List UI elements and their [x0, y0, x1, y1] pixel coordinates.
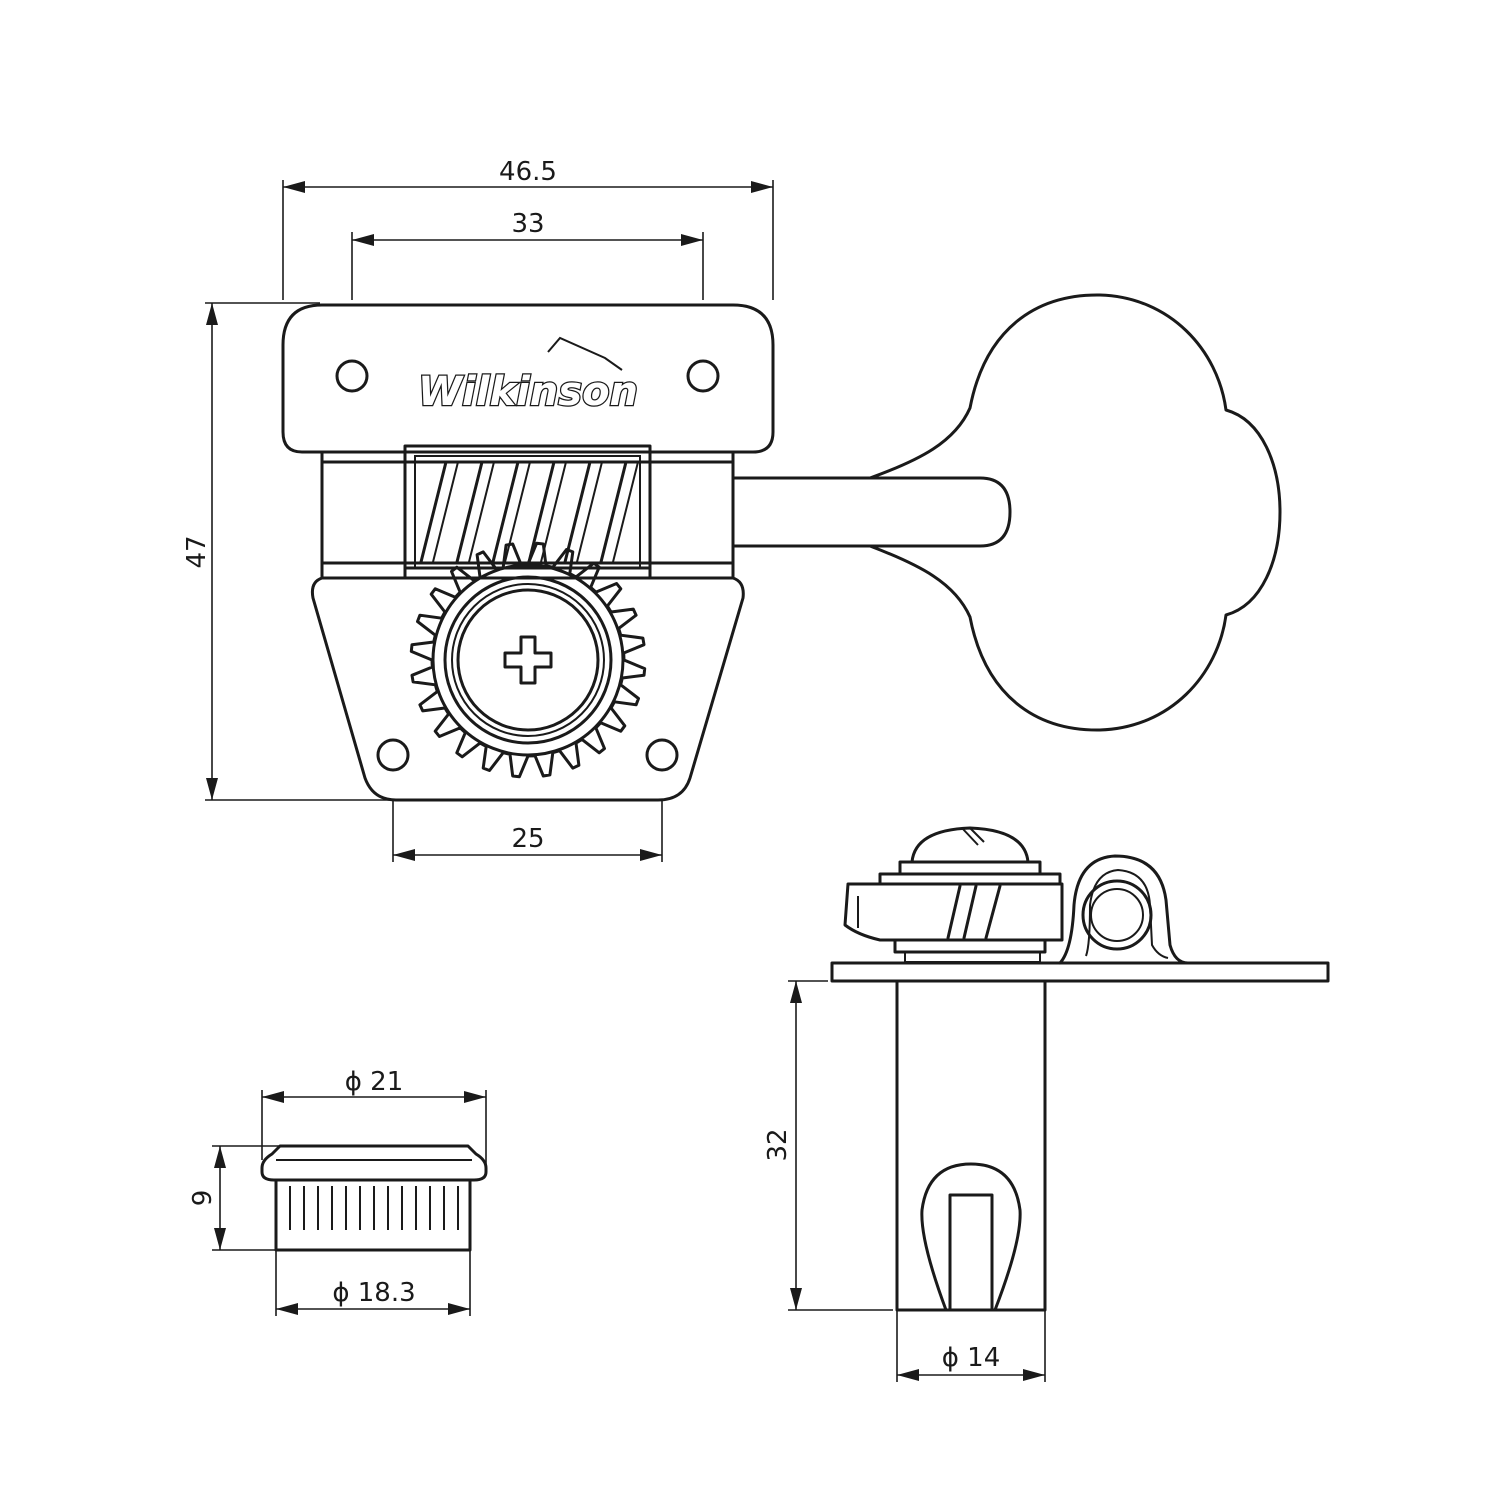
dim-height: 47 — [182, 535, 212, 568]
logo-swoosh — [547, 336, 623, 371]
dim-overall-width: 46.5 — [499, 157, 557, 187]
side-screw-head — [910, 826, 1030, 864]
bushing-body — [274, 1178, 472, 1252]
tuner-shaft — [731, 476, 1012, 548]
dimension-lines: 46.5 33 47 25 ϕ 21 9 — [182, 157, 1046, 1382]
bushing-flange — [260, 1144, 488, 1182]
string-post — [895, 979, 1047, 1312]
top-plate — [281, 303, 775, 454]
shaft-hole — [1081, 879, 1153, 951]
shaft-loop-inner — [1085, 868, 1169, 959]
mount-hole-bottom-left — [376, 738, 410, 772]
gear-body — [431, 563, 625, 757]
shaft-hole-inner — [1090, 888, 1144, 942]
phillips-cross-icon — [503, 635, 553, 685]
bushing-knurl — [289, 1186, 459, 1230]
dim-hole-spacing-top: 33 — [511, 209, 544, 239]
gear-ring-inner — [451, 583, 605, 737]
mount-hole-top-right — [686, 359, 720, 393]
dim-hole-spacing-bottom: 25 — [511, 824, 544, 854]
dim-bushing-inner-diameter: ϕ 18.3 — [332, 1278, 415, 1308]
tuner-key — [868, 293, 1282, 732]
tuner-front-view: Wilkinson — [281, 293, 1282, 802]
gear-base — [893, 938, 1047, 954]
gear-tooth-line-3 — [984, 884, 1002, 940]
brand-logo: Wilkinson — [418, 369, 638, 415]
washer — [898, 860, 1042, 876]
tuner-side-view — [830, 826, 1330, 1312]
gear-tooth-line — [946, 884, 962, 940]
post-slot-outline — [920, 1162, 1022, 1312]
screw-head — [456, 588, 600, 732]
mount-hole-bottom-right — [645, 738, 679, 772]
post-slot — [948, 1193, 994, 1312]
screw-slot-2 — [969, 827, 985, 843]
dim-post-height: 32 — [763, 1128, 793, 1161]
bottom-plate — [310, 566, 745, 802]
dim-bushing-outer-diameter: ϕ 21 — [345, 1067, 404, 1097]
screw-slot — [961, 827, 979, 846]
mount-hole-top-left — [335, 359, 369, 393]
shaft-loop-outer — [1058, 854, 1190, 965]
dim-bushing-height: 9 — [188, 1190, 218, 1207]
worm-thread — [419, 460, 639, 564]
dim-post-diameter: ϕ 14 — [942, 1343, 1001, 1373]
gear-ring-outer — [443, 575, 613, 745]
gear-tooth-line-2 — [962, 884, 978, 940]
side-base-plate — [830, 961, 1330, 983]
bushing-view — [260, 1144, 488, 1252]
